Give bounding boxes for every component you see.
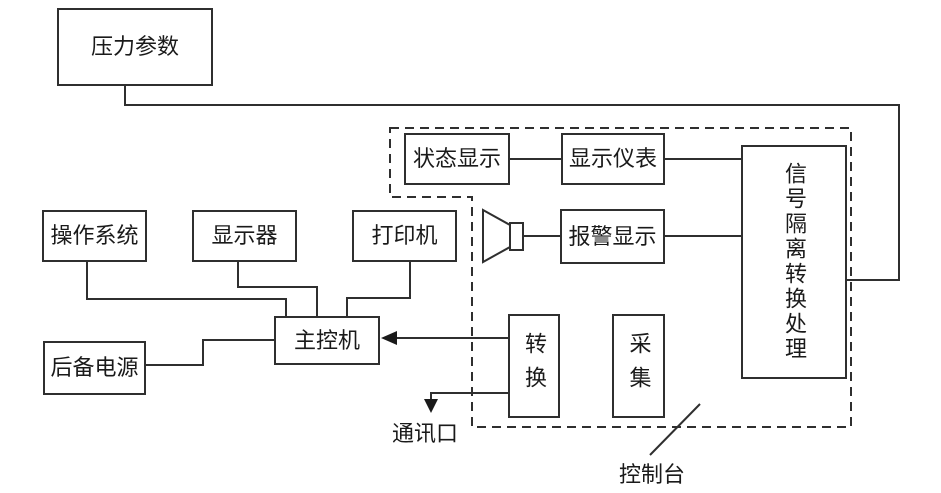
node-status-display: 状态显示: [404, 133, 510, 185]
node-converter: 转换: [508, 314, 560, 418]
speaker-horn: [482, 208, 511, 264]
comm-port-label: 通讯口: [392, 421, 459, 446]
node-collector: 采集: [612, 314, 665, 418]
node-alarm-display: 报警显示: [560, 209, 665, 264]
node-operating-system: 操作系统: [42, 210, 147, 262]
connector-monitor-to-main: [237, 262, 318, 316]
speaker-icon: [482, 208, 524, 264]
node-printer: 打印机: [352, 210, 457, 262]
node-display-meter: 显示仪表: [561, 133, 665, 185]
console-leader-line: [649, 403, 701, 456]
node-signal-processor: 信号隔离转换处理: [741, 145, 847, 379]
speaker-driver: [509, 222, 524, 251]
node-monitor: 显示器: [192, 210, 297, 262]
node-main-controller: 主控机: [274, 316, 380, 365]
connector-os-to-main: [86, 262, 287, 316]
console-label: 控制台: [619, 462, 686, 487]
connector-printer-to-main: [346, 262, 411, 316]
arrowhead-comm-port: [424, 399, 438, 413]
connector-pressure-to-signal: [124, 86, 900, 281]
node-backup-power: 后备电源: [43, 341, 146, 395]
node-pressure-params: 压力参数: [57, 8, 213, 86]
connector-backup-to-main: [146, 339, 274, 366]
arrowhead-into-main-controller: [381, 331, 397, 345]
connector-converter-to-commport: [430, 392, 508, 400]
